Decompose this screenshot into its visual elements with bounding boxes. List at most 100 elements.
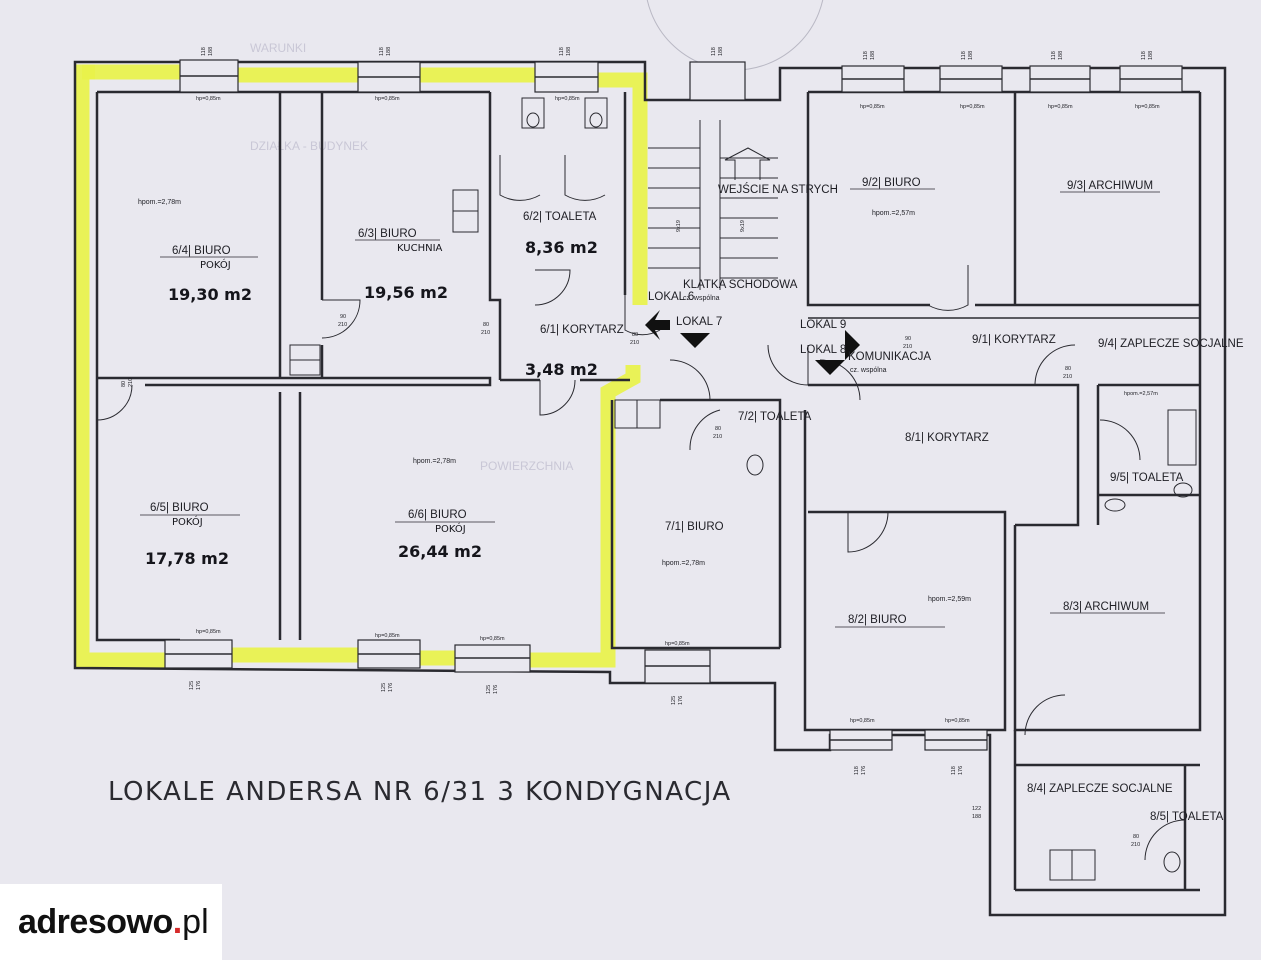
room-label: 6/6| BIURO xyxy=(408,509,467,521)
door-dimensions: 90 210 80 210 80 210 90 210 80 210 80 21… xyxy=(121,314,1140,848)
hand-area: 19,30 m2 xyxy=(168,285,252,304)
room-height: hpom.=2,78m xyxy=(413,458,456,465)
svg-text:210: 210 xyxy=(713,434,722,440)
window-dimensions: 118 188 118 188 118 188 118 188 118 188 … xyxy=(189,47,1160,775)
hand-note: POKÓJ xyxy=(435,522,466,535)
stair-height-label: 9x19 xyxy=(740,220,746,232)
svg-text:hp=0,85m: hp=0,85m xyxy=(196,629,221,635)
svg-text:188: 188 xyxy=(1058,51,1064,60)
room-height: hpom.=2,78m xyxy=(138,199,181,206)
room-labels: hpom.=2,78m 6/4| BIURO 6/3| BIURO 6/2| T… xyxy=(138,177,1244,823)
svg-text:188: 188 xyxy=(386,47,392,56)
room-label: 9/5| TOALETA xyxy=(1110,472,1184,484)
arrow-icon xyxy=(680,333,710,348)
room-label: 8/4| ZAPLECZE SOCJALNE xyxy=(1027,783,1173,795)
room-label: 8/2| BIURO xyxy=(848,614,907,626)
svg-text:210: 210 xyxy=(903,344,912,350)
communication-note: cz. wspólna xyxy=(850,367,887,374)
svg-text:125: 125 xyxy=(381,683,387,692)
room-label: 8/5| TOALETA xyxy=(1150,811,1224,823)
svg-text:hp=0,85m: hp=0,85m xyxy=(1135,104,1160,110)
svg-text:210: 210 xyxy=(630,340,639,346)
svg-text:188: 188 xyxy=(718,47,724,56)
arrow-icon xyxy=(845,330,860,360)
hand-note: POKÓJ xyxy=(200,258,231,271)
svg-text:118: 118 xyxy=(854,766,860,775)
svg-text:118: 118 xyxy=(201,47,207,56)
svg-text:hp=0,85m: hp=0,85m xyxy=(480,636,505,642)
stairwell-label: KLATKA SCHODOWA xyxy=(683,279,798,291)
hand-note: POKÓJ xyxy=(172,515,203,528)
ghost-text: WARUNKI xyxy=(250,41,306,55)
staircase: 9x19 9x19 xyxy=(648,120,778,290)
hand-area: 8,36 m2 xyxy=(525,238,598,257)
svg-text:118: 118 xyxy=(961,51,967,60)
room-height: hpom.=2,57m xyxy=(1124,391,1158,397)
svg-text:118: 118 xyxy=(951,766,957,775)
svg-text:hp=0,85m: hp=0,85m xyxy=(960,104,985,110)
window-dim: 188 xyxy=(972,814,981,820)
svg-text:188: 188 xyxy=(1148,51,1154,60)
toilet-icon xyxy=(589,112,603,128)
hand-area: 26,44 m2 xyxy=(398,542,482,561)
svg-text:125: 125 xyxy=(671,696,677,705)
lokal-label: LOKAL 6 xyxy=(648,291,694,303)
svg-text:210: 210 xyxy=(481,330,490,336)
svg-text:118: 118 xyxy=(559,47,565,56)
room-height: hpom.=2,78m xyxy=(662,560,705,567)
lokal-label: LOKAL 8 xyxy=(800,344,846,356)
svg-text:hp=0,85m: hp=0,85m xyxy=(860,104,885,110)
svg-text:176: 176 xyxy=(388,683,394,692)
room-height: hpom.=2,59m xyxy=(928,596,971,603)
room-label: 9/4| ZAPLECZE SOCJALNE xyxy=(1098,338,1244,350)
interior-walls xyxy=(97,92,1200,892)
svg-text:80: 80 xyxy=(483,322,489,328)
room-label: 9/2| BIURO xyxy=(862,177,921,189)
toilet-icon xyxy=(526,112,540,128)
handwritten-notes: POKÓJ 19,30 m2 KUCHNIA 19,56 m2 8,36 m2 … xyxy=(145,238,598,568)
svg-text:118: 118 xyxy=(863,51,869,60)
svg-text:125: 125 xyxy=(486,685,492,694)
room-label: 7/1| BIURO xyxy=(665,521,724,533)
svg-text:210: 210 xyxy=(128,378,134,387)
room-label: 6/3| BIURO xyxy=(358,228,417,240)
common-labels: WEJŚCIE NA STRYCH KLATKA SCHODOWA cz. ws… xyxy=(648,183,931,374)
ghost-text: POWIERZCHNIA xyxy=(480,459,573,473)
toilet-icon xyxy=(746,454,764,476)
svg-text:176: 176 xyxy=(493,685,499,694)
svg-text:hp=0,85m: hp=0,85m xyxy=(375,96,400,102)
sink-icon xyxy=(1104,498,1126,512)
svg-text:80: 80 xyxy=(1065,366,1071,372)
svg-text:118: 118 xyxy=(1051,51,1057,60)
svg-text:hp=0,85m: hp=0,85m xyxy=(375,633,400,639)
svg-text:118: 118 xyxy=(711,47,717,56)
svg-text:210: 210 xyxy=(1131,842,1140,848)
lokal-label: LOKAL 7 xyxy=(676,316,722,328)
room-label: 7/2| TOALETA xyxy=(738,411,812,423)
attic-entry-label: WEJŚCIE NA STRYCH xyxy=(718,183,838,196)
room-label: 6/4| BIURO xyxy=(172,245,231,257)
ghost-text: DZIAŁKA - BUDYNEK xyxy=(250,139,368,153)
plan-title: LOKALE ANDERSA NR 6/31 3 KONDYGNACJA xyxy=(108,777,732,807)
doors xyxy=(96,155,1186,861)
svg-text:210: 210 xyxy=(338,322,347,328)
svg-text:188: 188 xyxy=(208,47,214,56)
svg-text:hp=0,85m: hp=0,85m xyxy=(1048,104,1073,110)
svg-text:118: 118 xyxy=(1141,51,1147,60)
svg-text:176: 176 xyxy=(958,766,964,775)
hand-area: 17,78 m2 xyxy=(145,549,229,568)
svg-text:90: 90 xyxy=(340,314,346,320)
svg-text:80: 80 xyxy=(632,332,638,338)
adresowo-logo[interactable]: adresowo.pl xyxy=(0,884,222,960)
svg-text:118: 118 xyxy=(379,47,385,56)
lokal-6-highlight xyxy=(74,64,648,668)
lokal-label: LOKAL 9 xyxy=(800,319,846,331)
svg-text:90: 90 xyxy=(905,336,911,342)
toilet-icon xyxy=(1163,851,1181,873)
logo-dot: . xyxy=(172,902,183,941)
toilet-icon xyxy=(1173,482,1193,498)
svg-text:188: 188 xyxy=(566,47,572,56)
svg-text:188: 188 xyxy=(968,51,974,60)
svg-text:80: 80 xyxy=(121,381,127,387)
arrow-icon xyxy=(645,310,670,340)
